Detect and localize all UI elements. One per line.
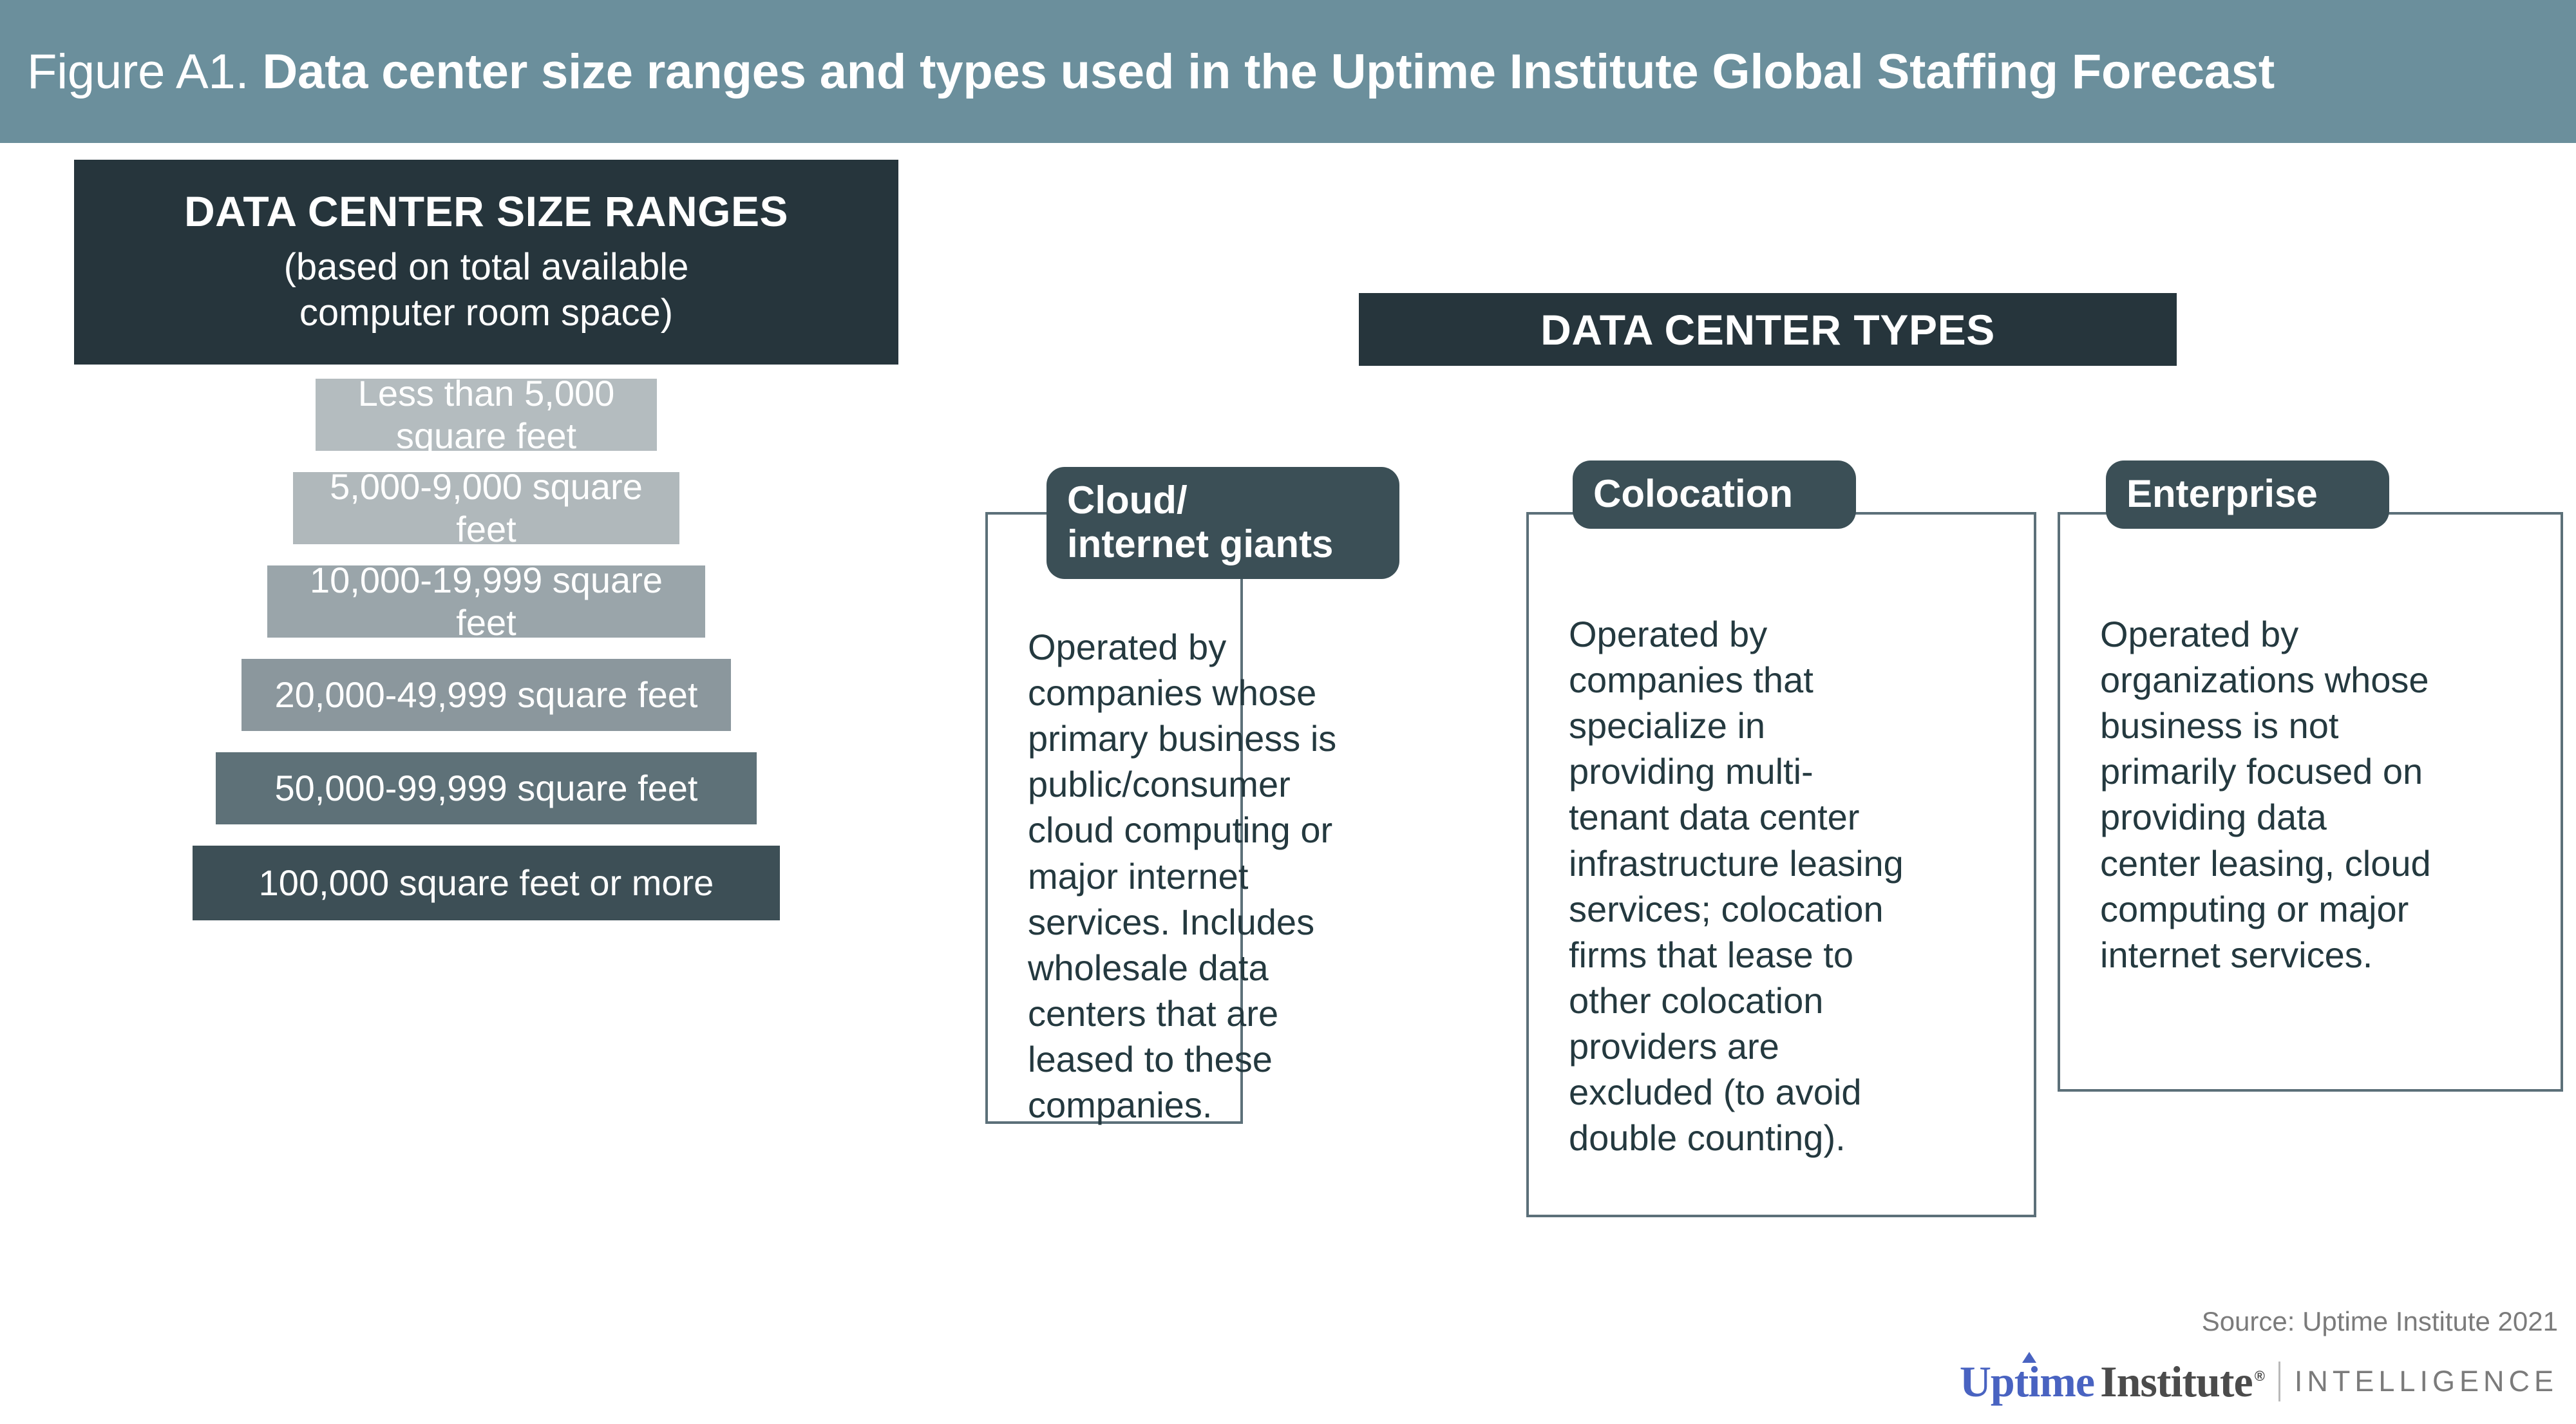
header-bar: Figure A1. Data center size ranges and t… (0, 0, 2576, 143)
size-ranges-title: DATA CENTER SIZE RANGES (184, 187, 788, 236)
registered-trademark-icon: ® (2254, 1367, 2265, 1384)
pyramid-row: 20,000-49,999 square feet (74, 659, 898, 731)
logo-institute-text: Institute (2100, 1356, 2253, 1406)
figure-label: Figure A1. (27, 44, 249, 99)
type-card-body-cloud: Operated by companies whose primary busi… (1028, 627, 1337, 1126)
pyramid-bar: 50,000-99,999 square feet (216, 752, 757, 824)
pyramid-bar-label: Less than 5,000 square feet (357, 373, 615, 456)
logo-divider (2278, 1362, 2280, 1401)
pyramid-bar-label: 10,000-19,999 square feet (310, 560, 663, 643)
data-center-types-panel: DATA CENTER TYPES (1359, 293, 2177, 366)
pyramid-bar: Less than 5,000 square feet (316, 373, 657, 456)
pyramid-bar: 100,000 square feet or more (193, 846, 780, 920)
type-chip-cloud-internet-giants: Cloud/ internet giants (1046, 467, 1399, 579)
type-card-cloud-internet-giants: Operated by companies whose primary busi… (985, 512, 1336, 1125)
type-card-enterprise: Operated by organizations whose business… (2058, 512, 2563, 1092)
type-card-colocation: Operated by companies that specialize in… (1526, 512, 2036, 1217)
size-ranges-panel: DATA CENTER SIZE RANGES (based on total … (74, 160, 898, 365)
pyramid-bar-label: 20,000-49,999 square feet (274, 674, 698, 716)
pyramid-row: 100,000 square feet or more (74, 846, 898, 920)
figure-title-text: Data center size ranges and types used i… (262, 44, 2275, 99)
pyramid-bar-label: 5,000-9,000 square feet (330, 466, 643, 549)
logo-uptime-wordmark: Uptime (1959, 1351, 2095, 1407)
pyramid-row: 50,000-99,999 square feet (74, 752, 898, 824)
logo-caret-icon (2022, 1351, 2036, 1363)
type-chip-label-cloud-line2: internet giants (1067, 522, 1334, 565)
logo-uptime-text: Uptime (1959, 1356, 2095, 1406)
type-card-body-enterprise: Operated by organizations whose business… (2100, 614, 2431, 975)
page-title: Figure A1. Data center size ranges and t… (27, 44, 2275, 100)
uptime-institute-intelligence-logo: Uptime Institute® INTELLIGENCE (1959, 1351, 2558, 1408)
pyramid-bar-label: 100,000 square feet or more (258, 862, 714, 904)
type-chip-enterprise: Enterprise (2106, 460, 2389, 529)
data-center-types-title: DATA CENTER TYPES (1540, 305, 1995, 354)
logo-intelligence-text: INTELLIGENCE (2294, 1365, 2558, 1398)
pyramid-row: 5,000-9,000 square feet (74, 466, 898, 549)
size-range-pyramid: Less than 5,000 square feet 5,000-9,000 s… (74, 373, 898, 1345)
source-note: Source: Uptime Institute 2021 (2201, 1306, 2558, 1336)
pyramid-bar: 20,000-49,999 square feet (242, 659, 731, 731)
pyramid-row: 10,000-19,999 square feet (74, 560, 898, 643)
type-chip-label-cloud-line1: Cloud/ (1067, 479, 1188, 522)
type-chip-label-colocation: Colocation (1593, 472, 1793, 515)
logo-institute-wordmark: Institute® (2100, 1356, 2265, 1407)
size-ranges-subtitle: (based on total available computer room … (284, 245, 689, 336)
pyramid-bar: 5,000-9,000 square feet (293, 466, 679, 549)
type-chip-label-enterprise: Enterprise (2126, 472, 2318, 515)
pyramid-bar-label: 50,000-99,999 square feet (274, 768, 698, 809)
size-ranges-subtitle-line2: computer room space) (299, 291, 674, 334)
type-card-body-colocation: Operated by companies that specialize in… (1569, 614, 1904, 1159)
pyramid-bar: 10,000-19,999 square feet (267, 560, 705, 643)
pyramid-row: Less than 5,000 square feet (74, 373, 898, 456)
size-ranges-subtitle-line1: (based on total available (283, 246, 689, 289)
type-chip-colocation: Colocation (1573, 460, 1856, 529)
